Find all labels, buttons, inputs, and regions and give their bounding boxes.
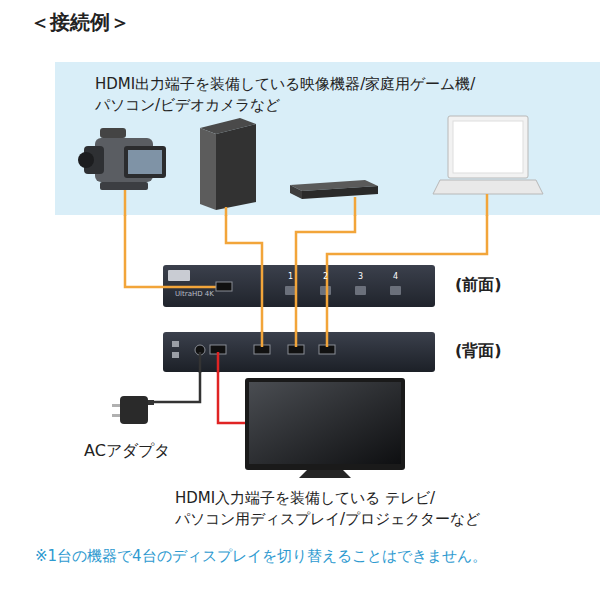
source-band: HDMI出力端子を装備している映像機器/家庭用ゲーム機/ パソコン/ビデオカメラ… (55, 62, 600, 215)
cable-connector (125, 215, 163, 287)
adapter-body (120, 396, 148, 424)
button-number: 1 (288, 271, 293, 282)
diagram-caption: ※1台の機器で4台のディスプレイを切り替えることはできません。 (35, 546, 487, 567)
cable-connector (154, 372, 200, 402)
node-text: HDMI出力端子を装備している映像機器/家庭用ゲーム機/ パソコン/ビデオカメラ… (95, 74, 515, 116)
button-number: 3 (358, 271, 363, 282)
display-device: HDMI入力端子を装備している テレビ/パソコン用ディスプレイ/プロジェクターな… (245, 378, 405, 478)
cable-connector (226, 215, 262, 332)
button-number: 4 (393, 271, 398, 282)
ac-adapter: ACアダプタ (112, 392, 154, 428)
diagram-title: ＜接続例＞ (30, 8, 130, 36)
node-text: (背面) (455, 340, 502, 362)
cable-connector (327, 215, 487, 332)
node-text: ACアダプタ (84, 440, 170, 462)
switch-front: UltraHD 4K(前面) (163, 265, 435, 307)
cable-connector (218, 372, 245, 423)
node-text: (前面) (455, 274, 502, 296)
tv-stand (299, 470, 351, 478)
tv-screen (249, 382, 401, 464)
cable-connector (296, 215, 355, 332)
adapter-shape (112, 392, 154, 428)
tv-frame (245, 378, 405, 470)
tv-shape (245, 378, 405, 478)
node-text: UltraHD 4K (175, 290, 214, 300)
node-text: HDMI入力端子を装備している テレビ/パソコン用ディスプレイ/プロジェクターな… (175, 488, 575, 530)
switch-back: (背面) (163, 332, 435, 372)
button-number: 2 (323, 271, 328, 282)
adapter-cable-base (148, 400, 154, 405)
